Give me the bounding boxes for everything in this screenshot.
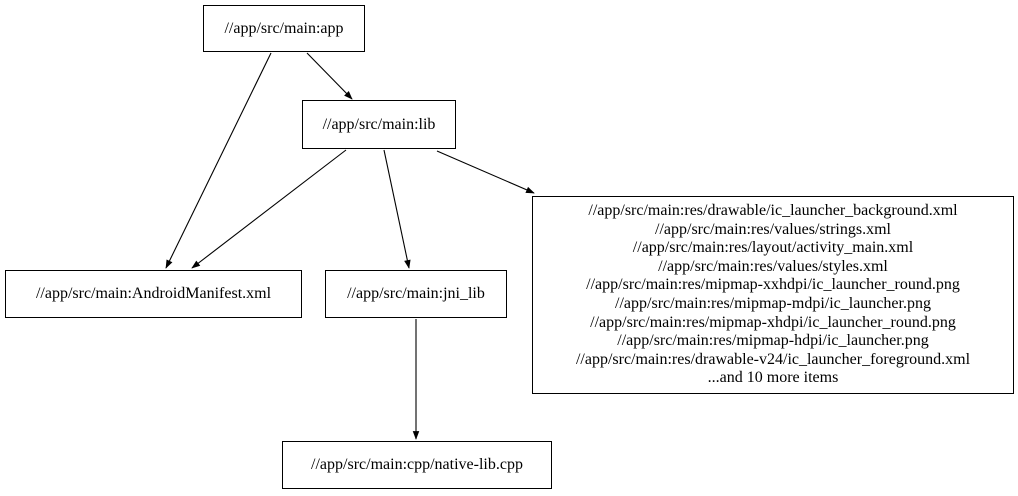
node-native-lib-cpp: //app/src/main:cpp/native-lib.cpp bbox=[282, 441, 552, 489]
node-jni-lib-label: //app/src/main:jni_lib bbox=[347, 285, 485, 303]
res-file-item: //app/src/main:res/mipmap-mdpi/ic_launch… bbox=[615, 295, 931, 312]
res-file-item: //app/src/main:res/mipmap-hdpi/ic_launch… bbox=[617, 332, 929, 350]
res-file-item: //app/src/main:res/layout/activity_main.… bbox=[632, 239, 914, 257]
res-file-item: //app/src/main:res/drawable-v24/ic_launc… bbox=[575, 350, 971, 368]
node-lib-label: //app/src/main:lib bbox=[322, 115, 436, 133]
node-android-manifest-label: //app/src/main:AndroidManifest.xml bbox=[35, 285, 272, 303]
node-app-label: //app/src/main:app bbox=[224, 19, 344, 37]
res-file-item: //app/src/main:res/values/strings.xml bbox=[655, 220, 891, 238]
node-lib: //app/src/main:lib bbox=[302, 100, 456, 149]
node-android-manifest: //app/src/main:AndroidManifest.xml bbox=[5, 270, 302, 318]
res-file-item: //app/src/main:res/mipmap-xxhdpi/ic_laun… bbox=[586, 276, 960, 294]
res-file-item: //app/src/main:res/values/styles.xml bbox=[658, 257, 888, 275]
node-res-file-group: //app/src/main:res/drawable/ic_launcher_… bbox=[532, 196, 1014, 394]
edge-lib-to-jni-lib bbox=[383, 149, 411, 269]
node-app: //app/src/main:app bbox=[203, 5, 365, 52]
res-file-item: //app/src/main:res/drawable/ic_launcher_… bbox=[588, 202, 958, 220]
edge-lib-to-manifest bbox=[191, 149, 347, 269]
node-jni-lib: //app/src/main:jni_lib bbox=[325, 270, 507, 318]
res-file-item: //app/src/main:res/mipmap-xhdpi/ic_launc… bbox=[590, 313, 956, 331]
res-more-items: ...and 10 more items bbox=[707, 369, 839, 387]
edge-lib-to-res-group bbox=[436, 150, 535, 194]
edge-app-to-manifest bbox=[165, 52, 272, 269]
edge-app-to-lib bbox=[306, 52, 353, 100]
node-native-lib-cpp-label: //app/src/main:cpp/native-lib.cpp bbox=[311, 456, 523, 474]
